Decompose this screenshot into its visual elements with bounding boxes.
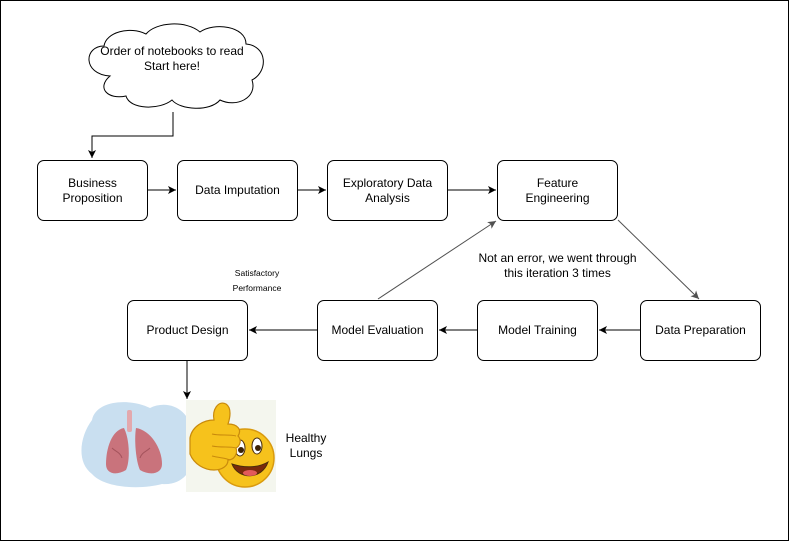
- loop-note: Not an error, we went through this itera…: [470, 251, 645, 281]
- cloud-note-line2: Start here!: [143, 59, 201, 73]
- step-feature-engineering: Feature Engineering: [497, 160, 618, 221]
- step-model-training: Model Training: [477, 300, 598, 361]
- lungs-icon: [81, 402, 193, 488]
- outcome-line2: Lungs: [289, 446, 323, 460]
- arrow-evaluation-to-feature-loop: [377, 220, 497, 300]
- step-model-evaluation-label: Model Evaluation: [331, 323, 424, 337]
- loop-note-line2: this iteration 3 times: [504, 266, 611, 280]
- cloud-note: Order of notebooks to read Start here!: [92, 44, 252, 74]
- arrow-start-to-business: [88, 112, 174, 158]
- arrow-feature-to-preparation: [617, 219, 700, 300]
- outcome-label: Healthy Lungs: [280, 431, 332, 461]
- satisfactory-note: Satisfactory Performance: [222, 266, 292, 296]
- step-model-training-label: Model Training: [498, 323, 577, 337]
- step-data-imputation: Data Imputation: [177, 160, 298, 221]
- step-product-design: Product Design: [127, 300, 248, 361]
- step-data-imputation-label: Data Imputation: [195, 183, 280, 197]
- thumbs-up-emoji-icon: [186, 400, 276, 492]
- step-business-proposition-line1: Business: [68, 175, 117, 190]
- step-data-preparation-label: Data Preparation: [655, 323, 746, 337]
- satisfactory-note-line1: Satisfactory: [234, 268, 280, 278]
- step-eda-line2: Analysis: [365, 190, 410, 205]
- step-eda-line1: Exploratory Data: [342, 175, 433, 190]
- step-product-design-label: Product Design: [146, 323, 229, 337]
- cloud-shape: [88, 23, 264, 109]
- step-business-proposition: Business Proposition: [37, 160, 148, 221]
- step-model-evaluation: Model Evaluation: [317, 300, 438, 361]
- step-data-preparation: Data Preparation: [640, 300, 761, 361]
- step-eda: Exploratory Data Analysis: [327, 160, 448, 221]
- loop-note-line1: Not an error, we went through: [478, 251, 637, 265]
- step-feature-engineering-label: Feature Engineering: [525, 175, 590, 205]
- step-business-proposition-line2: Proposition: [62, 190, 123, 205]
- satisfactory-note-line2: Performance: [232, 283, 282, 293]
- outcome-line1: Healthy: [285, 431, 327, 445]
- cloud-note-line1: Order of notebooks to read: [100, 44, 244, 58]
